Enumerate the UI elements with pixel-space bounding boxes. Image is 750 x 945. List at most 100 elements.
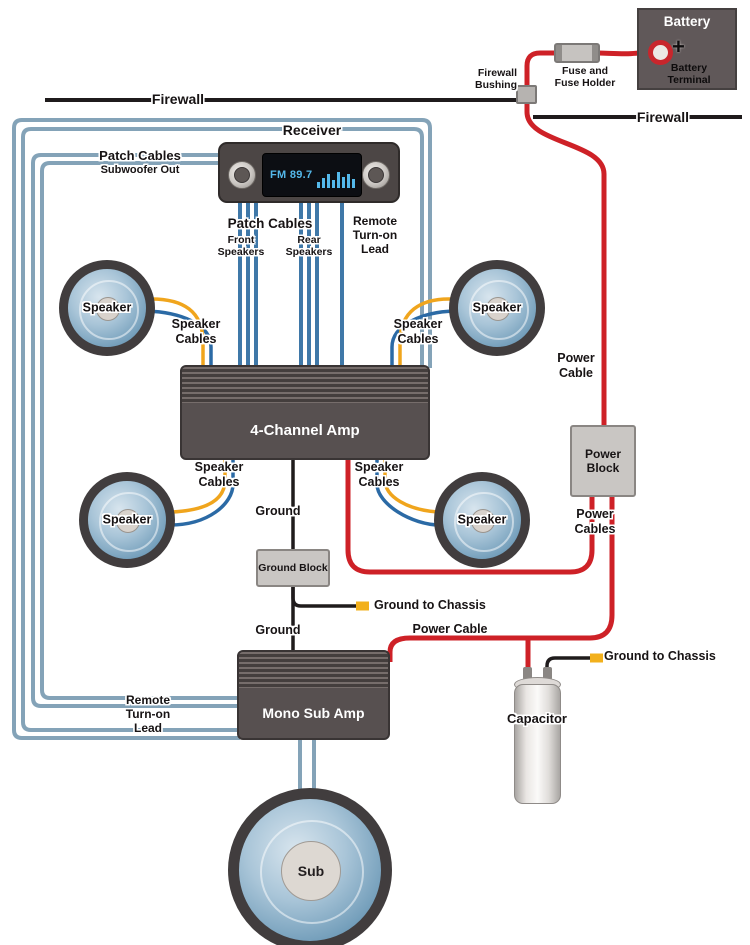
power-cable-4ch-amp [345,458,595,575]
speaker-wire-yellow-1 [147,297,205,368]
radio-station-readout: FM 89.7 [270,169,313,181]
ground-to-chassis-label-2: Ground to Chassis [604,649,716,663]
firewall-bushing [516,85,537,104]
sub-label: Sub [281,841,341,901]
battery-terminal-icon [648,40,673,65]
speaker-wire-blue-3 [169,458,235,527]
sub-surround-icon [260,820,364,924]
speaker-rear-right: Speaker [434,472,530,568]
firewall-bushing-label: Firewall Bushing [475,67,517,92]
subwoofer-out-label: Subwoofer Out [100,164,180,176]
four-channel-amp-label: 4-Channel Amp [250,422,360,439]
power-block-label: Power Block [584,447,621,475]
mono-sub-amp-label: Mono Sub Amp [262,705,365,721]
speaker-dot-icon [103,304,111,312]
heatsink-fins-icon [182,367,428,403]
capacitor-terminal-icon [523,667,532,680]
capacitor-terminal-icon [543,667,552,680]
subwoofer-patch-wire-2 [40,161,240,700]
speaker-dustcap-icon [116,509,140,533]
power-cables-label: Power Cables [574,507,616,536]
speaker-label: Speaker [102,512,152,527]
chassis-connector-icon [356,601,369,611]
remote-turn-on-label-bottom: Remote Turn-on Lead [125,693,171,736]
front-speakers-label: Front Speakers [217,234,265,259]
receiver-label: Receiver [282,122,342,138]
speaker-surround-icon [79,280,139,340]
knob-center-icon [368,167,384,183]
speaker-surround-icon [99,492,159,552]
power-cable-battery-run [524,47,653,427]
battery-label: Battery [663,14,711,29]
speaker-wire-yellow-4 [383,458,439,514]
ground-block: Ground Block [256,549,330,587]
speaker-front-left: Speaker [59,260,155,356]
speaker-dot-icon [493,304,501,312]
speaker-wire-yellow-3 [171,458,227,514]
speaker-wire-blue-4 [375,458,441,527]
speaker-dot-icon [478,516,486,524]
speaker-front-right: Speaker [449,260,545,356]
eq-bar-icon [327,174,330,188]
speaker-label: Speaker [472,300,522,315]
eq-bar-icon [317,182,320,188]
power-block: Power Block [570,425,636,497]
speaker-label: Speaker [457,512,507,527]
speaker-label: Speaker [82,300,132,315]
eq-bar-icon [347,174,350,188]
receiver-eq-bars [317,162,355,188]
speaker-surround-icon [469,280,529,340]
speaker-cables-label-3: Speaker Cables [194,460,244,489]
subwoofer-patch-wire-1 [31,153,240,708]
subwoofer: Sub [228,788,392,945]
ground-wire-chassis-2 [545,656,590,672]
speaker-cables-label-2: Speaker Cables [393,317,443,346]
ground-wire-chassis-1 [291,586,356,608]
remote-turn-on-label-top: Remote Turn-on Lead [352,214,398,257]
four-channel-amp: 4-Channel Amp [180,365,430,460]
eq-bar-icon [332,180,335,188]
receiver-display: FM 89.7 [262,153,362,197]
heatsink-fins-icon [239,652,388,688]
capacitor [514,684,561,804]
chassis-connector-icon [590,653,603,663]
firewall-label-right: Firewall [636,109,690,125]
fuse-label: Fuse and Fuse Holder [554,65,616,90]
receiver-knob-left [228,161,256,189]
eq-bar-icon [342,177,345,188]
speaker-rear-left: Speaker [79,472,175,568]
speaker-cables-label-4: Speaker Cables [354,460,404,489]
ground-label-mid: Ground [255,623,301,637]
ground-label-top: Ground [255,504,301,518]
speaker-cables-label-1: Speaker Cables [171,317,221,346]
power-cable-label-right: Power Cable [557,351,595,380]
ground-to-chassis-label-1: Ground to Chassis [374,598,486,612]
receiver: FM 89.7 [218,142,400,203]
speaker-wire-blue-2 [390,309,455,368]
speaker-dot-icon [123,516,131,524]
battery-terminal-label: Battery Terminal [667,62,711,87]
rear-speakers-label: Rear Speakers [285,234,333,259]
power-cable-mono-amp [387,496,615,662]
eq-bar-icon [337,172,340,188]
capacitor-label: Capacitor [507,711,567,726]
patch-cables-label-bottom: Patch Cables [227,216,313,231]
speaker-wire-blue-1 [145,309,213,368]
power-cable-label-mid: Power Cable [412,622,488,636]
remote-loop-wire-2 [21,127,424,732]
receiver-knob-right [362,161,390,189]
speaker-wire-yellow-2 [398,297,453,368]
firewall-label-left: Firewall [151,91,205,107]
remote-loop-wire-1 [12,118,432,740]
fuse-holder [554,43,600,63]
knob-center-icon [234,167,250,183]
battery-box: Battery + Battery Terminal [637,8,737,90]
eq-bar-icon [322,178,325,188]
plus-icon: + [672,34,685,59]
patch-cables-label-left: Patch Cables [99,148,181,163]
eq-bar-icon [352,179,355,188]
mono-sub-amp: Mono Sub Amp [237,650,390,740]
speaker-surround-icon [454,492,514,552]
